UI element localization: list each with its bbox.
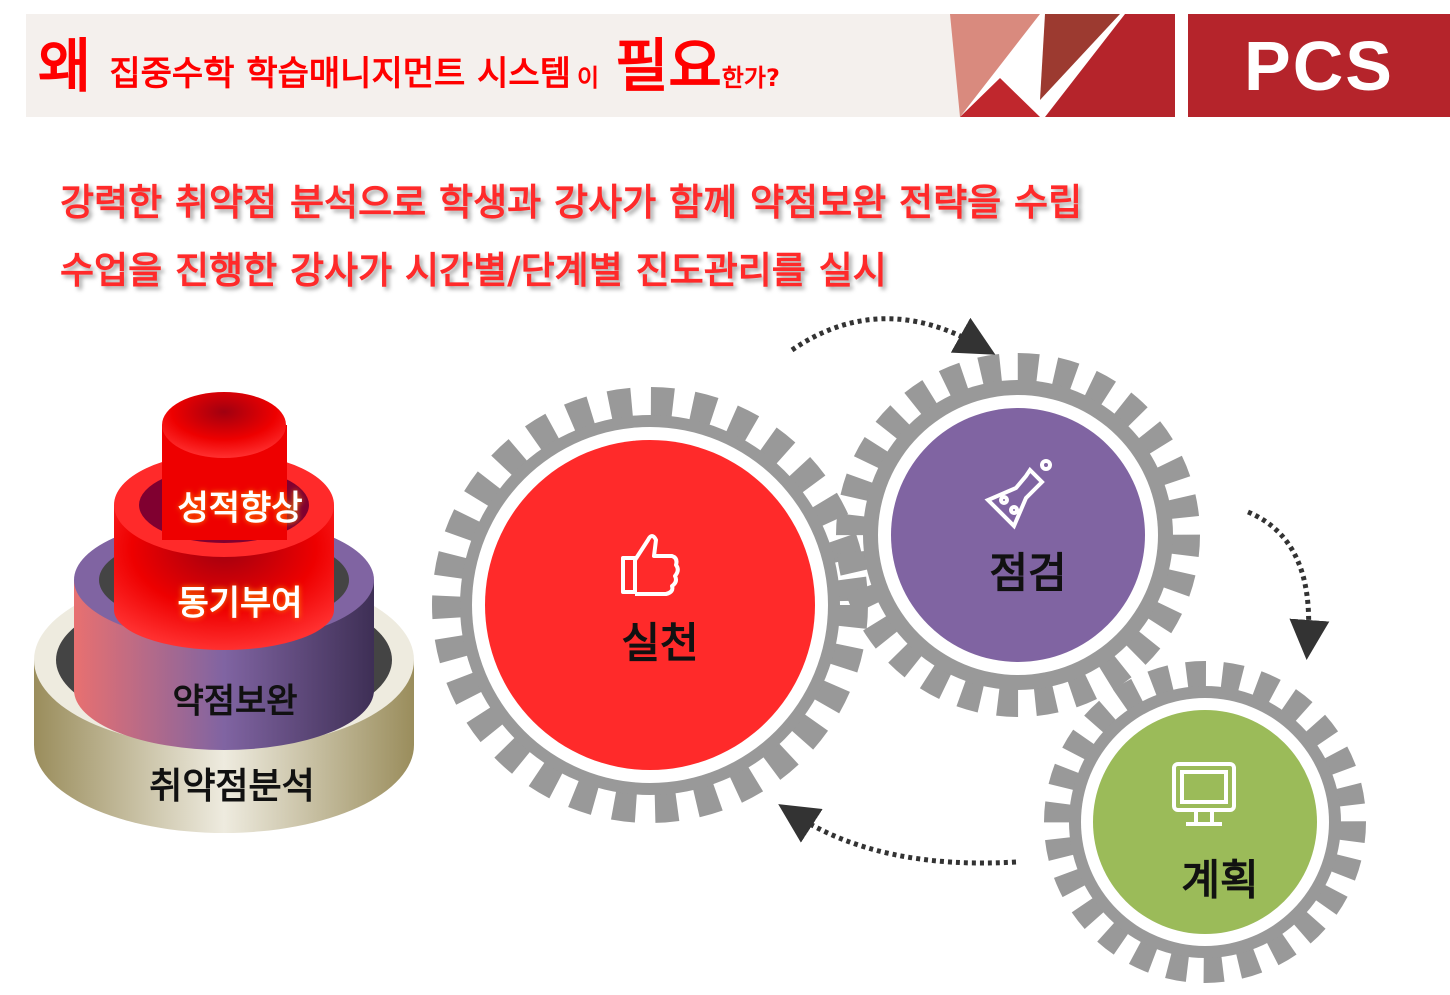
title-phrase: 집중수학 학습매니지먼트 시스템 — [109, 54, 571, 94]
cycle-arrows — [778, 316, 1330, 866]
gear-label-practice: 실천 — [621, 618, 699, 668]
gear-check — [836, 353, 1200, 717]
pyramid-label-second: 동기부여 — [177, 583, 303, 624]
thumbs-up-icon — [621, 534, 680, 596]
page-title: 왜 집중수학 학습매니지먼트 시스템 이 필요 한가? — [38, 26, 780, 96]
subtitle-line-2: 수업을 진행한 강사가 시간별/단계별 진도관리를 실시 — [60, 249, 887, 292]
gear-label-check: 점검 — [989, 548, 1067, 598]
title-particle: 이 — [576, 64, 600, 92]
pyramid-label-third: 약점보완 — [172, 681, 298, 722]
title-ending: 한가? — [721, 64, 780, 92]
gear-label-plan: 계획 — [1181, 855, 1259, 905]
title-why: 왜 — [38, 32, 92, 100]
pyramid-label-top: 성적향상 — [177, 488, 303, 529]
header-bar — [26, 14, 966, 117]
pyramid-label-base: 취약점분석 — [149, 766, 315, 807]
brand-badge: PCS — [1188, 14, 1450, 117]
header-decoration — [950, 14, 1175, 117]
monitor-icon — [1172, 762, 1236, 826]
pyramid-top — [162, 392, 287, 540]
gear-practice — [432, 387, 868, 823]
flask-icon — [984, 459, 1052, 530]
title-need: 필요 — [615, 32, 722, 100]
subtitle-line-1: 강력한 취약점 분석으로 학생과 강사가 함께 약점보완 전략을 수립 — [60, 181, 1083, 224]
